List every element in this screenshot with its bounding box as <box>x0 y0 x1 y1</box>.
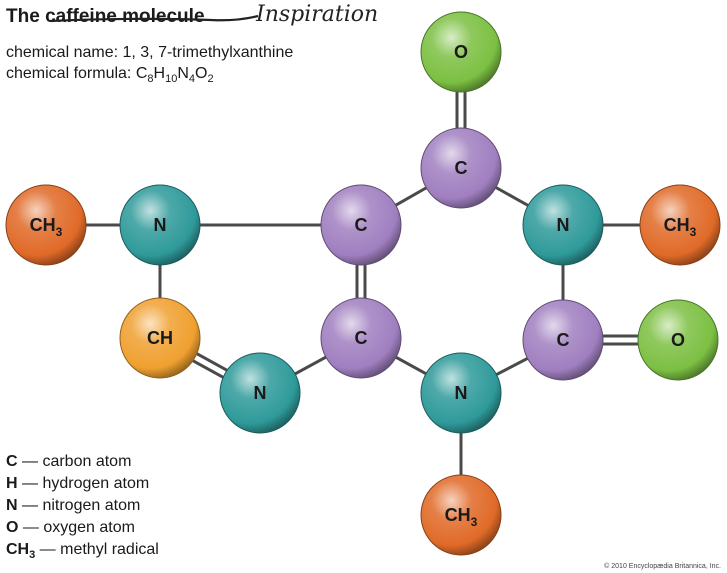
atom-carbon: C <box>320 184 402 266</box>
atom-label: N <box>557 215 570 235</box>
strikethrough-scribble <box>49 14 259 23</box>
atom-nitrogen: N <box>522 184 604 266</box>
title-prefix: The <box>6 6 46 27</box>
atom-nitrogen: N <box>420 352 502 434</box>
atom-sphere <box>420 11 502 93</box>
legend-symbol: CH3 <box>6 541 36 562</box>
legend-symbol: O <box>6 519 19 536</box>
formula-subscript: 4 <box>188 73 196 86</box>
handwritten-annotation: Inspiration <box>256 2 379 27</box>
atom-label: N <box>154 215 167 235</box>
legend-symbol: H <box>6 475 18 492</box>
bonds-layer <box>46 52 680 515</box>
atom-hydrogen_ch: CH <box>119 297 201 379</box>
legend-symbol: N <box>6 497 18 514</box>
atom-oxygen: O <box>420 11 502 93</box>
atom-oxygen: O <box>637 299 719 381</box>
atom-sphere <box>522 299 604 381</box>
atom-carbon: C <box>320 297 402 379</box>
atom-sphere <box>219 352 301 434</box>
atom-sphere <box>639 184 721 266</box>
legend-text: — hydrogen atom <box>17 475 150 492</box>
legend-item: CH3 — methyl radical <box>6 539 159 566</box>
diagram-title: The caffeine molecule <box>6 6 205 28</box>
atom-sphere <box>522 184 604 266</box>
legend-item: H — hydrogen atom <box>6 473 159 495</box>
atom-label: N <box>254 383 267 403</box>
title-area: The caffeine molecule Inspiration <box>6 2 426 36</box>
legend-text: — carbon atom <box>17 453 132 470</box>
formula-subscript: 8 <box>147 73 154 86</box>
atom-nitrogen: N <box>119 184 201 266</box>
atom-sphere <box>637 299 719 381</box>
chemical-info: chemical name: 1, 3, 7-trimethylxanthine… <box>6 42 293 90</box>
copyright-notice: © 2010 Encyclopædia Britannica, Inc. <box>604 563 721 570</box>
atom-sphere <box>420 474 502 556</box>
atom-methyl: CH3 <box>5 184 87 266</box>
atom-sphere <box>119 297 201 379</box>
legend-item: O — oxygen atom <box>6 517 159 539</box>
formula-value: C8H10N4O2 <box>135 65 214 86</box>
atom-methyl: CH3 <box>639 184 721 266</box>
atom-sphere <box>320 297 402 379</box>
atom-carbon: C <box>420 127 502 209</box>
legend-text: — oxygen atom <box>18 519 135 536</box>
chemical-formula: chemical formula: C8H10N4O2 <box>6 63 293 90</box>
formula-element: O <box>195 65 208 82</box>
atom-label: C <box>455 158 468 178</box>
formula-element: H <box>153 65 166 82</box>
atom-label: O <box>454 42 468 62</box>
atom-label: O <box>671 330 685 350</box>
atom-carbon: C <box>522 299 604 381</box>
atom-sphere <box>420 127 502 209</box>
atom-sphere <box>320 184 402 266</box>
atom-sphere <box>420 352 502 434</box>
legend-item: N — nitrogen atom <box>6 495 159 517</box>
legend-text: — methyl radical <box>35 541 159 558</box>
legend-symbol: C <box>6 453 18 470</box>
formula-element: C <box>135 65 148 82</box>
atom-nitrogen: N <box>219 352 301 434</box>
atom-sphere <box>5 184 87 266</box>
atom-label: CH <box>147 328 173 348</box>
atom-sphere <box>119 184 201 266</box>
formula-element: N <box>177 65 189 82</box>
chemical-name: chemical name: 1, 3, 7-trimethylxanthine <box>6 44 294 61</box>
atom-label: C <box>355 328 368 348</box>
formula-label: chemical formula: <box>6 65 136 82</box>
formula-subscript: 2 <box>207 73 214 86</box>
legend-text: — nitrogen atom <box>17 497 141 514</box>
legend-item: C — carbon atom <box>6 451 159 473</box>
title-struck-text: caffeine molecule <box>45 6 205 27</box>
atom-label: C <box>557 330 570 350</box>
formula-subscript: 10 <box>165 73 178 86</box>
atom-label: N <box>455 383 468 403</box>
atom-label: C <box>355 215 368 235</box>
atom-methyl: CH3 <box>420 474 502 556</box>
